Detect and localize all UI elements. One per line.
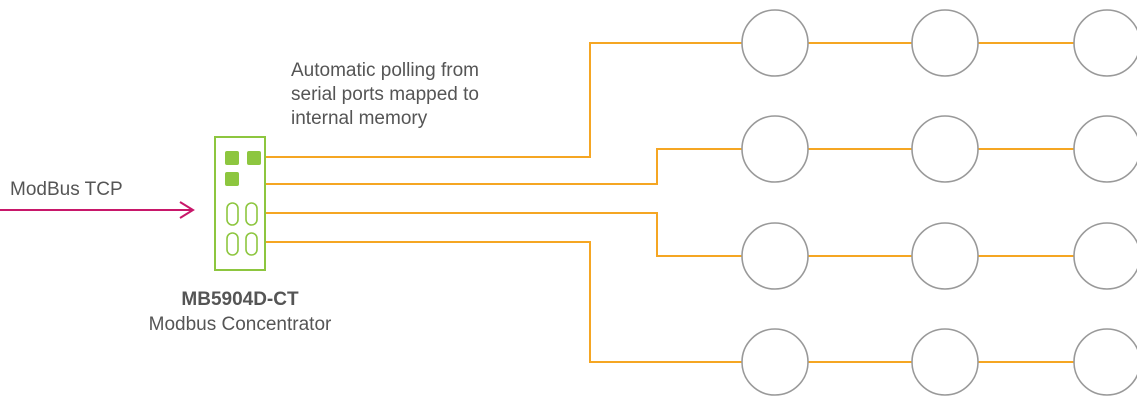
slave-node bbox=[911, 115, 979, 183]
modbus-tcp-arrow-head bbox=[179, 201, 195, 219]
serial-line-2 bbox=[265, 148, 1137, 185]
slave-node bbox=[741, 328, 809, 396]
device-model: MB5904D-CT bbox=[181, 289, 299, 310]
serial-line-3 bbox=[265, 212, 1137, 257]
ethernet-port-icon bbox=[225, 172, 239, 186]
ethernet-port-icon bbox=[247, 151, 261, 165]
slave-node bbox=[911, 328, 979, 396]
serial-wires bbox=[265, 42, 1137, 363]
serial-port-icon bbox=[245, 202, 258, 226]
slave-node bbox=[741, 115, 809, 183]
annotation-line-1: Automatic polling from bbox=[291, 60, 479, 81]
slave-node bbox=[741, 222, 809, 290]
modbus-tcp-label: ModBus TCP bbox=[10, 179, 123, 200]
slave-node bbox=[1073, 222, 1137, 290]
slave-node bbox=[1073, 9, 1137, 77]
polling-annotation: Automatic polling from serial ports mapp… bbox=[291, 60, 484, 129]
annotation-line-2: serial ports mapped to bbox=[291, 84, 479, 105]
serial-port-icon bbox=[226, 232, 239, 256]
slave-node bbox=[1073, 328, 1137, 396]
serial-port-icon bbox=[226, 202, 239, 226]
serial-line-1 bbox=[265, 42, 1137, 158]
slave-node bbox=[911, 222, 979, 290]
concentrator-device bbox=[214, 136, 266, 271]
slave-node bbox=[911, 9, 979, 77]
serial-line-4 bbox=[265, 241, 1137, 363]
device-description: Modbus Concentrator bbox=[149, 314, 332, 335]
slave-node bbox=[1073, 115, 1137, 183]
serial-port-icon bbox=[245, 232, 258, 256]
ethernet-port-icon bbox=[225, 151, 239, 165]
slave-nodes bbox=[741, 9, 1137, 396]
slave-node bbox=[741, 9, 809, 77]
annotation-line-3: internal memory bbox=[291, 108, 428, 129]
